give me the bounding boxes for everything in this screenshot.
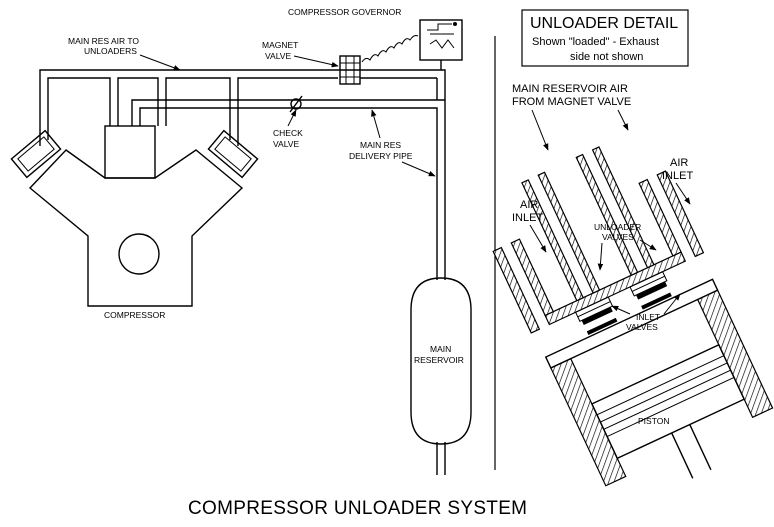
- air-inlet-left-label: AIR: [520, 199, 538, 211]
- res-air-leader: [139, 54, 181, 71]
- compressor-body: [28, 149, 244, 307]
- unloader-leader-left: [597, 242, 604, 271]
- detail-heading-box: [521, 9, 689, 67]
- crankshaft-circle: [118, 233, 160, 275]
- delivery-pipe-label: MAIN RES: [360, 140, 401, 150]
- air-inlet-right-label: AIR: [670, 157, 688, 169]
- check-valve-leader: [287, 109, 297, 127]
- cylinder-wall-left: [550, 357, 627, 487]
- main-res-leader-right: [617, 109, 629, 131]
- cylinder-head: [544, 278, 719, 369]
- left-cylinder-head: [10, 129, 62, 179]
- inlet-valve-right: [641, 292, 672, 310]
- check-valve-label: CHECK: [273, 128, 303, 138]
- inlet-leader-right: [663, 293, 681, 315]
- air-inlet-right-label-2: INLET: [662, 170, 693, 182]
- unloader-valves-label-2: VALVES: [602, 232, 634, 242]
- cylinder-assembly: [492, 146, 774, 487]
- inlet-valve-left: [586, 317, 618, 335]
- magnet-valve-leader: [293, 55, 339, 68]
- reservoir-label-2: RESERVOIR: [414, 355, 464, 365]
- unloader-valve-left: [574, 296, 614, 326]
- delivery-pipe-label-2: DELIVERY PIPE: [349, 151, 413, 161]
- magnet-valve-label: MAGNET: [262, 40, 298, 50]
- unloader-valve-right: [629, 271, 668, 300]
- delivery-leader-right: [401, 161, 436, 177]
- inlet-valves-label: INLET: [636, 312, 660, 322]
- check-valve-label-2: VALVE: [273, 139, 299, 149]
- unloader-air-pipes: [39, 69, 446, 146]
- piston: [590, 343, 746, 479]
- compressor-top-block: [104, 125, 156, 179]
- delivery-pipe: [131, 99, 446, 475]
- compressor: [10, 125, 259, 307]
- main-res-leader-left: [531, 109, 549, 151]
- governor-label: COMPRESSOR GOVERNOR: [288, 7, 401, 17]
- main-res-air-label-2: FROM MAGNET VALVE: [512, 96, 631, 108]
- main-reservoir: [410, 277, 472, 445]
- reservoir-label: MAIN: [430, 344, 451, 354]
- compressor-label: COMPRESSOR: [104, 310, 165, 320]
- valve-chamber: [544, 251, 687, 326]
- res-air-label: MAIN RES AIR TO: [68, 36, 139, 46]
- diagram-title: COMPRESSOR UNLOADER SYSTEM: [188, 498, 527, 519]
- air-inlet-right-leader: [675, 182, 691, 205]
- right-cylinder-head: [207, 129, 259, 179]
- governor-wire: [361, 35, 419, 63]
- detail-note-2: side not shown: [570, 51, 643, 63]
- inlet-leader-left: [611, 305, 631, 315]
- magnet-valve-label-2: VALVE: [265, 51, 291, 61]
- inlet-valves-label-2: VALVES: [626, 322, 658, 332]
- magnet-valve: [339, 55, 361, 85]
- delivery-leader-up: [371, 109, 381, 139]
- cylinder-wall-right: [696, 289, 774, 419]
- unloader-detail: UNLOADER DETAIL Shown "loaded" - Exhaust…: [492, 9, 774, 487]
- unloader-valves-label: UNLOADER: [594, 222, 641, 232]
- detail-note: Shown "loaded" - Exhaust: [532, 36, 659, 48]
- check-valve: [289, 95, 303, 113]
- res-air-label-2: UNLOADERS: [84, 46, 137, 56]
- compressor-governor: [361, 19, 463, 70]
- detail-heading: UNLOADER DETAIL: [530, 15, 678, 32]
- main-res-air-label: MAIN RESERVOIR AIR: [512, 83, 628, 95]
- piston-label: PISTON: [638, 416, 670, 426]
- unloader-leader-right: [639, 239, 657, 251]
- air-inlet-left-label-2: INLET: [512, 212, 543, 224]
- system-diagram: COMPRESSOR GOVERNOR MAIN RES AIR TO UNLO…: [10, 7, 472, 475]
- air-inlet-left-leader: [529, 224, 547, 253]
